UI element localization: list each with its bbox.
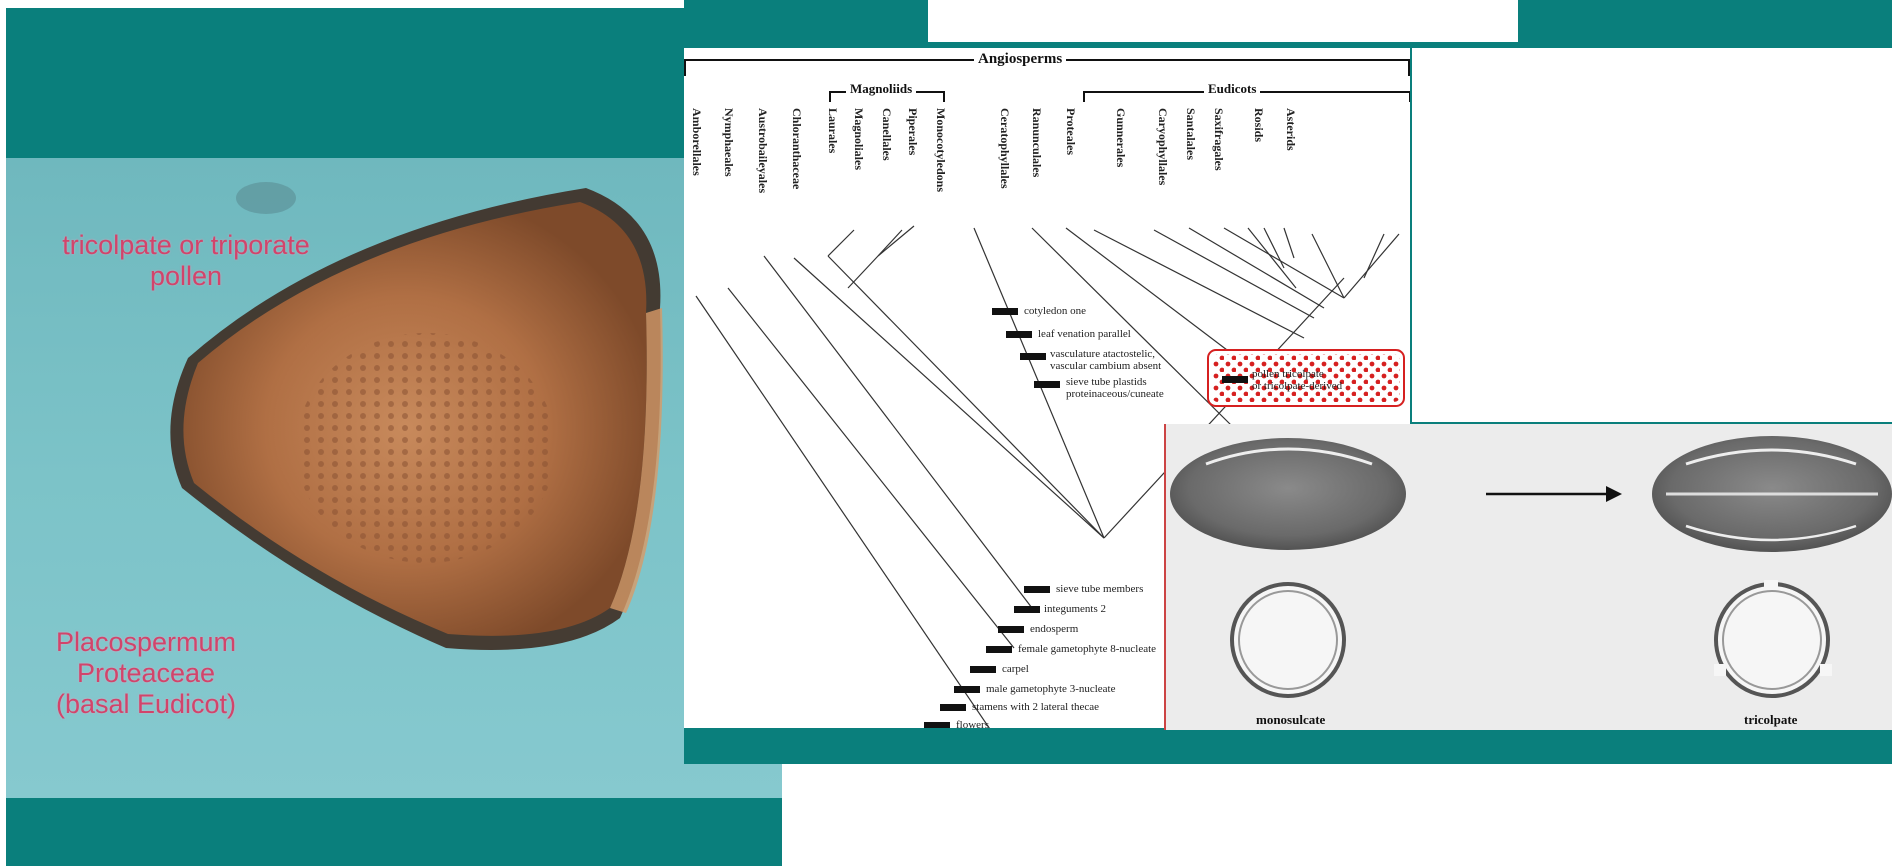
caption-line: pollen xyxy=(36,261,336,292)
caption-line: Placospermum xyxy=(26,627,266,658)
taxon-label: Amborellales xyxy=(689,108,704,176)
pollen-photo-panel: tricolpate or triporate pollen Placosper… xyxy=(6,0,782,866)
caption-line: Proteaceae xyxy=(26,658,266,689)
magnoliids-label: Magnoliids xyxy=(846,81,916,97)
eudicots-label: Eudicots xyxy=(1204,81,1260,97)
right-white-area xyxy=(1412,48,1892,422)
top-white-strip xyxy=(6,0,782,8)
top-white-box xyxy=(928,0,1518,42)
character-label: stamens with 2 lateral thecae xyxy=(972,701,1099,713)
taxon-label: Rosids xyxy=(1251,108,1266,142)
character-label: sieve tube members xyxy=(1056,583,1143,595)
character-label: integuments 2 xyxy=(1044,603,1106,615)
caption-pollen-type: tricolpate or triporate pollen xyxy=(36,230,336,292)
caption-line: (basal Eudicot) xyxy=(26,689,266,720)
taxon-label: Canellales xyxy=(879,108,894,161)
character-label: female gametophyte 8-nucleate xyxy=(1018,643,1156,655)
character-label: leaf venation parallel xyxy=(1038,328,1131,340)
taxon-label: Ceratophyllales xyxy=(997,108,1012,189)
pollen-types-panel: monosulcate tricolpate xyxy=(1164,424,1892,730)
eudicot-character-label: or tricolpate-derived xyxy=(1252,380,1342,392)
character-label: proteinaceous/cuneate xyxy=(1066,388,1164,400)
taxon-label: Chloranthaceae xyxy=(789,108,804,189)
caption-line: tricolpate or triporate xyxy=(36,230,336,261)
taxon-label: Proteales xyxy=(1063,108,1078,155)
eudicot-character-label: pollen tricolpate xyxy=(1252,368,1324,380)
caption-species: Placospermum Proteaceae (basal Eudicot) xyxy=(26,627,266,720)
character-label: male gametophyte 3-nucleate xyxy=(986,683,1116,695)
character-label: sieve tube plastids xyxy=(1066,376,1147,388)
taxon-label: Nymphaeales xyxy=(721,108,736,177)
taxon-label: Asterids xyxy=(1283,108,1298,151)
taxon-label: Ranunculales xyxy=(1029,108,1044,177)
angiosperms-label: Angiosperms xyxy=(974,51,1066,68)
taxon-label: Laurales xyxy=(825,108,840,153)
character-label: cotyledon one xyxy=(1024,305,1086,317)
taxon-label: Magnoliales xyxy=(851,108,866,170)
taxon-label: Santalales xyxy=(1183,108,1198,160)
taxon-label: Piperales xyxy=(905,108,920,155)
character-label: vascular cambium absent xyxy=(1050,360,1161,372)
character-label: carpel xyxy=(1002,663,1029,675)
taxon-label: Gunnerales xyxy=(1113,108,1128,167)
taxon-label: Saxifragales xyxy=(1211,108,1226,171)
character-label: flowers xyxy=(956,719,989,731)
taxon-label: Austrobaileyales xyxy=(755,108,770,193)
character-label: vasculature atactostelic, xyxy=(1050,348,1155,360)
pollen-types-drawing xyxy=(1166,424,1892,730)
tricolpate-label: tricolpate xyxy=(1744,712,1797,728)
monosulcate-label: monosulcate xyxy=(1256,712,1325,728)
character-label: endosperm xyxy=(1030,623,1078,635)
taxon-label: Monocotyledons xyxy=(933,108,948,192)
taxon-label: Caryophyllales xyxy=(1155,108,1170,185)
